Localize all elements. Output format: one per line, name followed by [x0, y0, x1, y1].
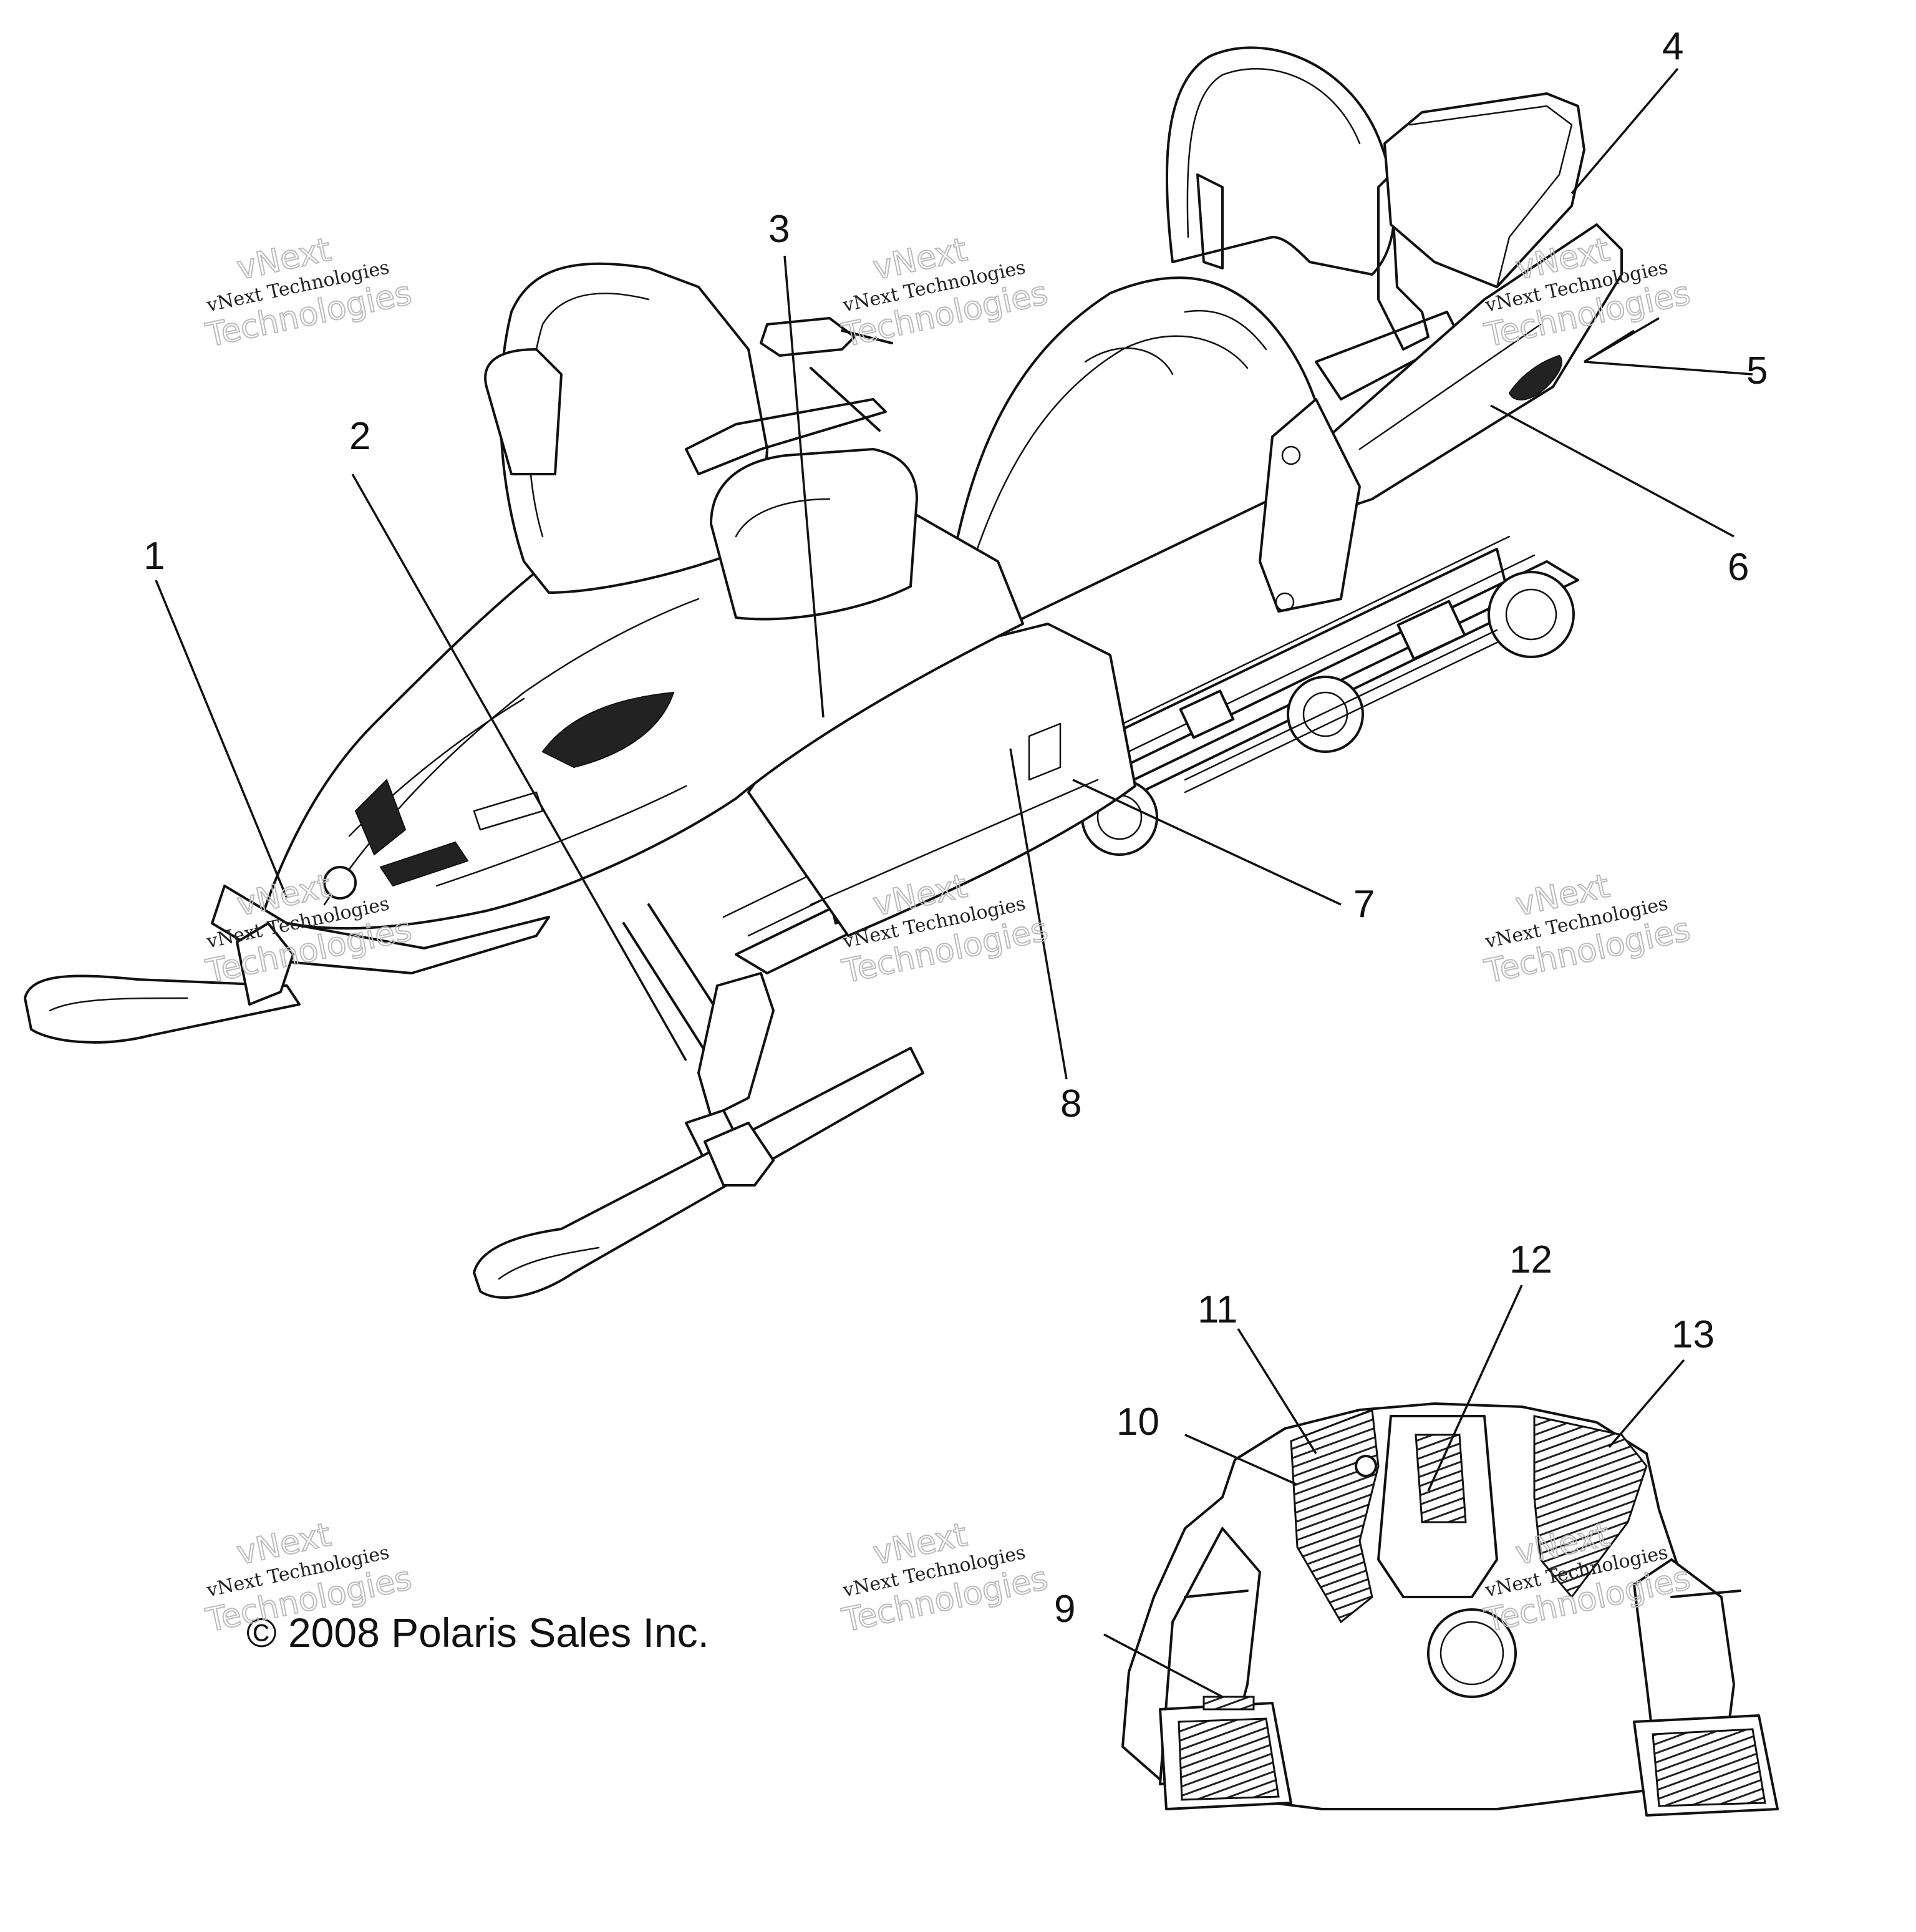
snowmobile-side-view [24, 46, 1623, 1299]
callout-4: 4 [1662, 25, 1683, 68]
suspension-wheels [1081, 571, 1575, 856]
callout-labels: 1 2 3 4 5 6 7 8 9 10 11 12 13 [143, 25, 1768, 1631]
callout-3: 3 [768, 208, 790, 251]
copyright-text: © 2008 Polaris Sales Inc. [246, 1609, 709, 1656]
callout-11: 11 [1198, 1288, 1237, 1331]
watermark: vNext vNext Technologies Technologies [1481, 866, 1694, 991]
callout-2: 2 [349, 415, 370, 458]
snowmobile-front-view [1121, 1402, 1779, 1817]
callout-10: 10 [1116, 1400, 1159, 1444]
callout-6: 6 [1728, 546, 1749, 589]
watermark: vNext vNext Technologies Technologies [838, 230, 1052, 355]
callout-5: 5 [1746, 349, 1768, 392]
callout-1: 1 [143, 535, 165, 578]
callout-12: 12 [1509, 1238, 1552, 1281]
watermark: vNext vNext Technologies Technologies [202, 230, 415, 355]
callout-13: 13 [1672, 1313, 1715, 1356]
leader-lines [155, 67, 1753, 1698]
callout-7: 7 [1353, 883, 1375, 926]
watermark: vNext vNext Technologies Technologies [838, 1515, 1052, 1640]
callout-9: 9 [1054, 1588, 1075, 1631]
callout-8: 8 [1060, 1082, 1081, 1125]
